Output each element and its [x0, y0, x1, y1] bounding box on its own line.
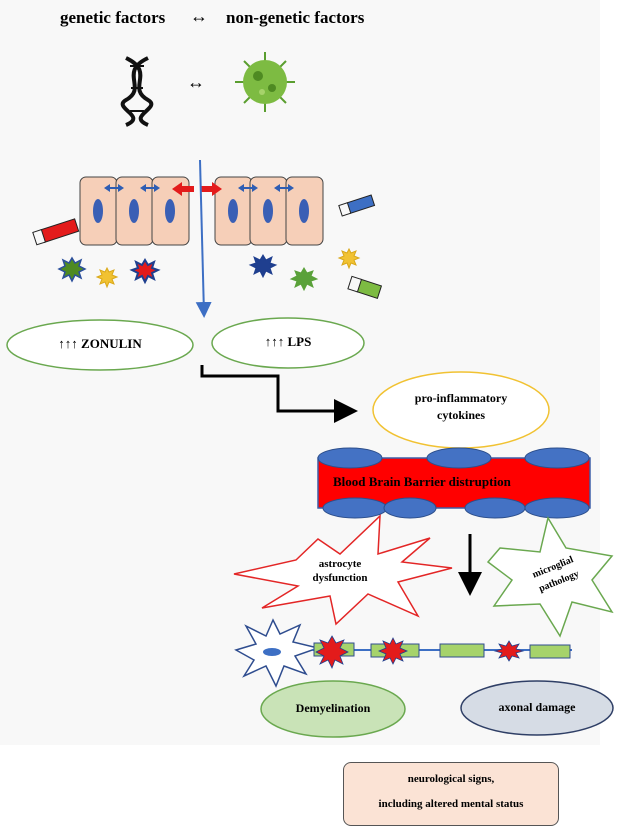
icon-row-arrow: ↔: [187, 72, 205, 92]
demyelination-oval: [260, 680, 406, 738]
epithelium-left: [79, 176, 194, 246]
virus-icon: [235, 52, 295, 112]
genetic-factors-label: genetic factors: [60, 8, 166, 27]
cytokine-arrow: [200, 365, 358, 423]
zonulin-oval: [6, 319, 194, 371]
zonulin-label: ↑↑↑ ZONULIN: [58, 336, 142, 351]
astrocyte-star: [233, 514, 453, 626]
astrocyte-label-2: dysfunction: [312, 572, 368, 584]
microglia-star: [486, 516, 614, 638]
translocation-arrow: [195, 159, 212, 318]
axonal-damage-oval: [460, 680, 614, 736]
neuro-label-1: neurological signs,: [407, 773, 495, 785]
lps-label: ↑↑↑ LPS: [264, 334, 312, 349]
cytokines-label-1: pro-inflammatory: [414, 391, 508, 405]
cytokines-label-2: cytokines: [437, 408, 485, 422]
neurological-signs-box: neurological signs, including altered me…: [343, 762, 559, 826]
astrocyte-label-1: astrocyte: [318, 558, 362, 570]
header-arrow: ↔: [190, 6, 208, 26]
diagram-background: [0, 0, 600, 745]
capsule-icon: [32, 194, 383, 299]
neuro-label-2: including altered mental status: [378, 798, 524, 810]
epithelium-right: [200, 176, 324, 246]
neuron: [234, 618, 572, 688]
bacteria-icon: [57, 247, 361, 292]
bbb-label: Blood Brain Barrier distruption: [333, 474, 511, 489]
dna-icon: [120, 56, 154, 127]
lps-oval: [211, 317, 365, 369]
non-genetic-factors-label: non-genetic factors: [226, 8, 365, 27]
demyelination-label: Demyelination: [295, 701, 371, 715]
bbb-vessel: [317, 447, 591, 519]
axonal-damage-label: axonal damage: [498, 700, 576, 714]
